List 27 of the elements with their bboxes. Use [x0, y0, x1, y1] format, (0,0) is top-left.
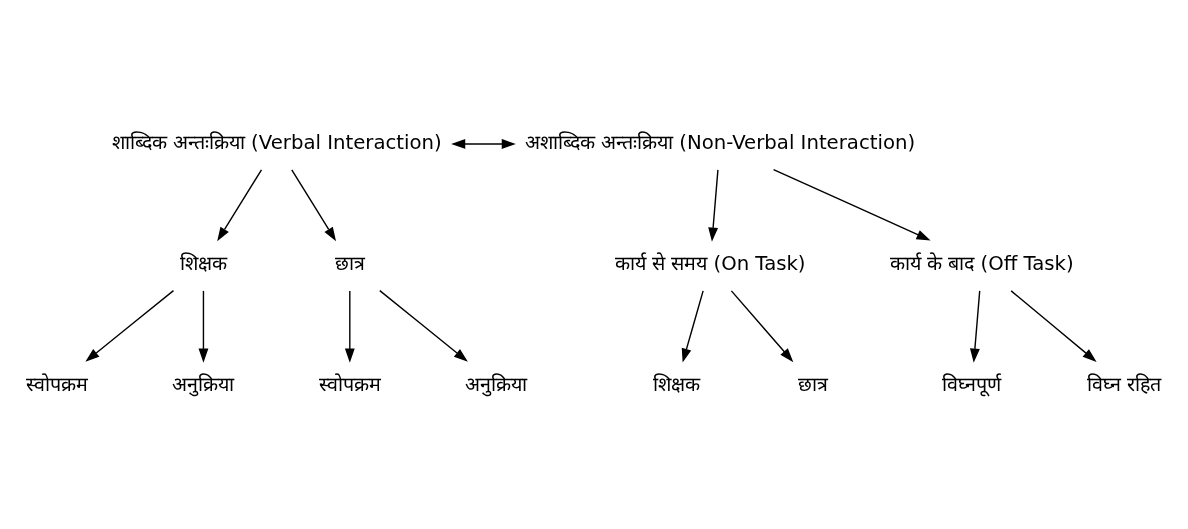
- arrow: [772, 168, 931, 240]
- arrow: [344, 289, 355, 363]
- node-text: स्वोपक्रम: [26, 372, 89, 396]
- arrow: [730, 289, 794, 362]
- node-text: शाब्दिक अन्तःक्रिया (Verbal Interaction): [111, 130, 442, 154]
- arrow: [291, 168, 337, 241]
- node-text: छात्र: [334, 251, 365, 275]
- node-text: कार्य के बाद (Off Task): [889, 251, 1074, 275]
- node-text: स्वोपक्रम: [318, 372, 381, 396]
- node-text: कार्य से समय (On Task): [614, 251, 806, 275]
- node-text: अनुक्रिया: [465, 372, 528, 396]
- node-text: छात्र: [797, 372, 828, 396]
- node-text: विघ्न रहित: [1086, 372, 1162, 396]
- node-text: विघ्नपूर्ण: [942, 372, 1002, 396]
- arrow: [198, 289, 209, 363]
- node-text: शिक्षक: [652, 372, 700, 396]
- arrow: [85, 289, 175, 362]
- node-text: शिक्षक: [179, 251, 227, 275]
- arrow: [451, 138, 516, 149]
- arrow: [681, 289, 704, 363]
- node-text: अशाब्दिक अन्तःक्रिया (Non-Verbal Interaction): [524, 130, 916, 154]
- arrow: [708, 168, 719, 242]
- arrow: [379, 289, 468, 362]
- arrow: [217, 168, 263, 241]
- node-text: अनुक्रिया: [172, 372, 235, 396]
- arrow: [969, 289, 981, 363]
- arrow: [1010, 289, 1097, 362]
